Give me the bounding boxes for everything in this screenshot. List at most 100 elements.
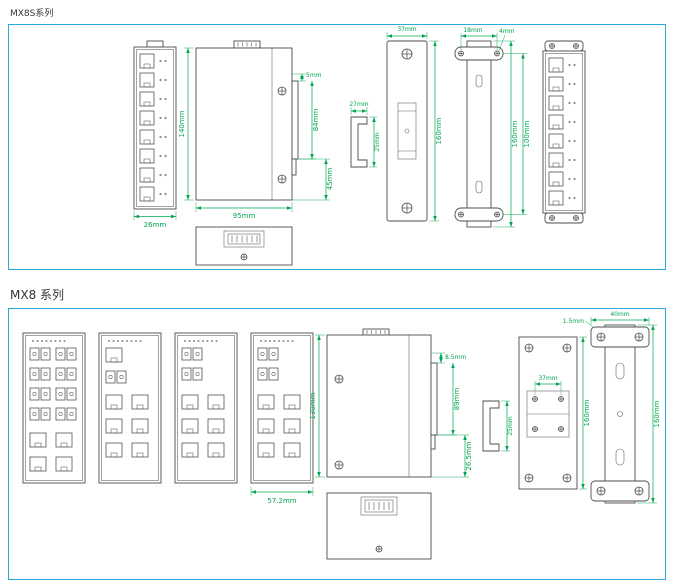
mx8-front-view-4: 57.2mm <box>250 332 314 505</box>
rj45-port <box>139 148 155 164</box>
rj45-port <box>29 432 47 448</box>
dim-label: 160mm <box>511 120 519 147</box>
dim-mx8s-ear-hole-diameter: 4mm <box>498 28 515 53</box>
dim-label: 8.5mm <box>445 354 466 361</box>
dim-label: 5mm <box>306 72 322 79</box>
dim-mx8s-clip-width: 27mm <box>349 101 369 115</box>
screw-icon <box>596 486 606 496</box>
rj45-port <box>181 418 199 434</box>
screw-icon <box>277 86 287 96</box>
rj45-port <box>55 432 73 448</box>
screw-icon <box>334 374 344 384</box>
screw-icon <box>401 202 413 214</box>
rj45-port <box>207 418 225 434</box>
screw-icon <box>562 473 572 483</box>
dim-mx8-rail-length: 89mm <box>437 363 461 436</box>
rj45-port <box>257 442 275 458</box>
rj45-port <box>181 442 199 458</box>
mx8-rear-plate-view: 37mm 160mm <box>518 336 591 490</box>
dim-label: 95mm <box>233 212 256 220</box>
mx8-front-view-2 <box>98 332 162 484</box>
rj45-port <box>181 394 199 410</box>
mx8-side-view: 130mm 8.5mm 89mm 26.5mm <box>309 328 473 478</box>
rj45-port <box>139 91 155 107</box>
mx8s-side-view: 140mm 95mm 5mm 84mm <box>178 40 334 220</box>
mx8-front-view-3 <box>174 332 238 484</box>
mx8s-drawings: 26mm 140mm <box>133 26 586 266</box>
screw-icon <box>573 43 579 49</box>
rj45-port <box>257 394 275 410</box>
rj45-port <box>257 418 275 434</box>
dim-label: 18mm <box>463 27 482 34</box>
rj45-port <box>207 442 225 458</box>
dim-label: 40mm <box>610 311 629 318</box>
screw-icon <box>524 343 534 353</box>
rj45-port <box>283 394 301 410</box>
dim-mx8-plate-height: 160mm <box>579 336 591 490</box>
dim-mx8s-plate-height: 160mm <box>429 40 443 222</box>
dim-mx8s-front-width: 26mm <box>133 211 177 229</box>
rj45-port <box>548 76 564 92</box>
dim-mx8s-body-height: 140mm <box>178 47 194 201</box>
mx8-bracket-view: 40mm 1.5mm 160mm <box>563 311 661 504</box>
dim-mx8s-bracket-hole-spacing: 100mm <box>503 53 531 215</box>
dim-label: 57.2mm <box>267 497 296 505</box>
rj45-port <box>283 418 301 434</box>
dim-label: 37mm <box>538 375 557 382</box>
mx8-drawing-panel: 57.2mm 130mm <box>8 308 666 580</box>
dim-label: 45mm <box>326 168 334 191</box>
rj45-port <box>55 456 73 472</box>
dim-mx8-front-width: 57.2mm <box>250 487 314 505</box>
dim-mx8s-body-depth: 95mm <box>195 202 293 220</box>
dim-mx8s-ear-hole-spacing: 18mm <box>460 27 498 50</box>
screw-hole-icon <box>494 211 500 218</box>
screw-icon <box>549 43 555 49</box>
screw-icon <box>334 460 344 470</box>
rj45-port <box>548 133 564 149</box>
section-title-mx8s: MX8S系列 <box>10 9 54 19</box>
section-title-mx8: MX8 系列 <box>10 288 65 302</box>
screw-icon <box>562 343 572 353</box>
screw-hole-icon <box>458 50 464 57</box>
rj45-port <box>139 167 155 183</box>
screw-icon <box>549 215 555 221</box>
rj45-port <box>105 394 123 410</box>
dim-mx8s-plate-width: 37mm <box>386 26 428 39</box>
dim-mx8-rail-lower: 26.5mm <box>431 434 473 478</box>
dim-mx8-body-height: 130mm <box>309 334 325 478</box>
screw-icon <box>634 486 644 496</box>
screw-icon <box>558 426 564 432</box>
dim-label: 130mm <box>309 392 317 419</box>
screw-icon <box>401 48 413 60</box>
mx8s-front-view: 26mm <box>133 40 177 229</box>
screw-icon <box>596 332 606 342</box>
rj45-port <box>548 95 564 111</box>
screw-icon <box>573 215 579 221</box>
dim-mx8-plate-center-width: 37mm <box>534 375 562 395</box>
mx8s-rear-plate-view: 37mm 160mm <box>386 26 443 222</box>
dim-mx8s-rail-length: 84mm <box>298 81 320 160</box>
screw-icon <box>634 332 644 342</box>
dim-label: 26.5mm <box>465 441 473 470</box>
mx8s-bracket-view: 18mm 4mm 160mm 100mm <box>454 27 531 228</box>
mx8-bottom-view <box>326 492 432 560</box>
rj45-port <box>548 190 564 206</box>
screw-icon <box>375 545 383 553</box>
dim-mx8-clip-height: 25mm <box>501 400 514 452</box>
rj45-port <box>139 129 155 145</box>
dim-mx8-bracket-height: 160mm <box>637 324 661 504</box>
dim-label: 160mm <box>653 400 661 427</box>
rj45-port <box>29 456 47 472</box>
rj45-port <box>139 53 155 69</box>
dim-label: 84mm <box>312 109 320 132</box>
rj45-port <box>548 171 564 187</box>
rj45-port <box>207 394 225 410</box>
din-rail-clip <box>291 80 299 160</box>
screw-icon <box>524 473 534 483</box>
dim-mx8-bracket-width: 40mm <box>590 311 650 325</box>
dim-label: 1.5mm <box>563 318 584 325</box>
mx8-clip-profile: 25mm <box>482 400 514 452</box>
screw-icon <box>240 253 248 261</box>
screw-icon <box>532 426 538 432</box>
